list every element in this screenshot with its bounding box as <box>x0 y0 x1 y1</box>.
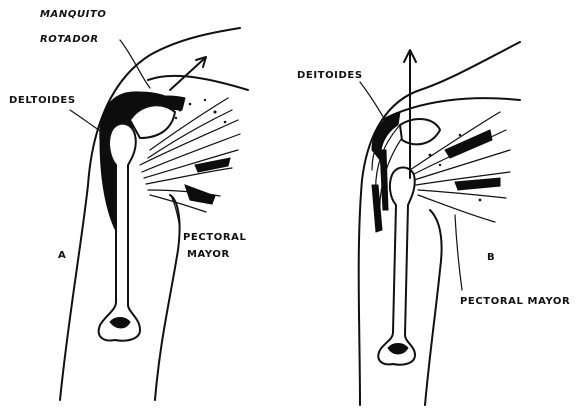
leader-pectoral-b <box>455 215 462 290</box>
label-deltoides-a: DELTOIDES <box>9 95 76 106</box>
panel-letter-b: B <box>487 252 495 263</box>
force-arrow-a <box>170 58 205 90</box>
arm-outline-b-inner <box>425 210 442 405</box>
label-deitoides-b: DEITOIDES <box>297 70 363 81</box>
shoulder-skin-b <box>382 98 520 120</box>
panel-letter-a: A <box>58 250 66 261</box>
label-pectoral-a: PECTORAL <box>183 232 246 243</box>
leader-deltoides-b <box>360 82 385 120</box>
arm-outline-a-inner <box>155 195 180 400</box>
leader-manguito-a <box>120 40 150 88</box>
panel-a: MANQUITO ROTADOR DELTOIDES PECTORAL MAYO… <box>9 9 248 400</box>
label-pectoral-mayor-b: PECTORAL MAYOR <box>460 296 570 307</box>
label-manquito: MANQUITO <box>40 9 107 20</box>
arm-outline-a <box>60 28 240 400</box>
label-rotador: ROTADOR <box>40 34 99 45</box>
panel-b: DEITOIDES PECTORAL MAYOR B <box>297 42 570 405</box>
label-mayor-a: MAYOR <box>187 249 230 260</box>
shoulder-skin-a <box>148 76 248 90</box>
scapula-b <box>400 119 440 144</box>
